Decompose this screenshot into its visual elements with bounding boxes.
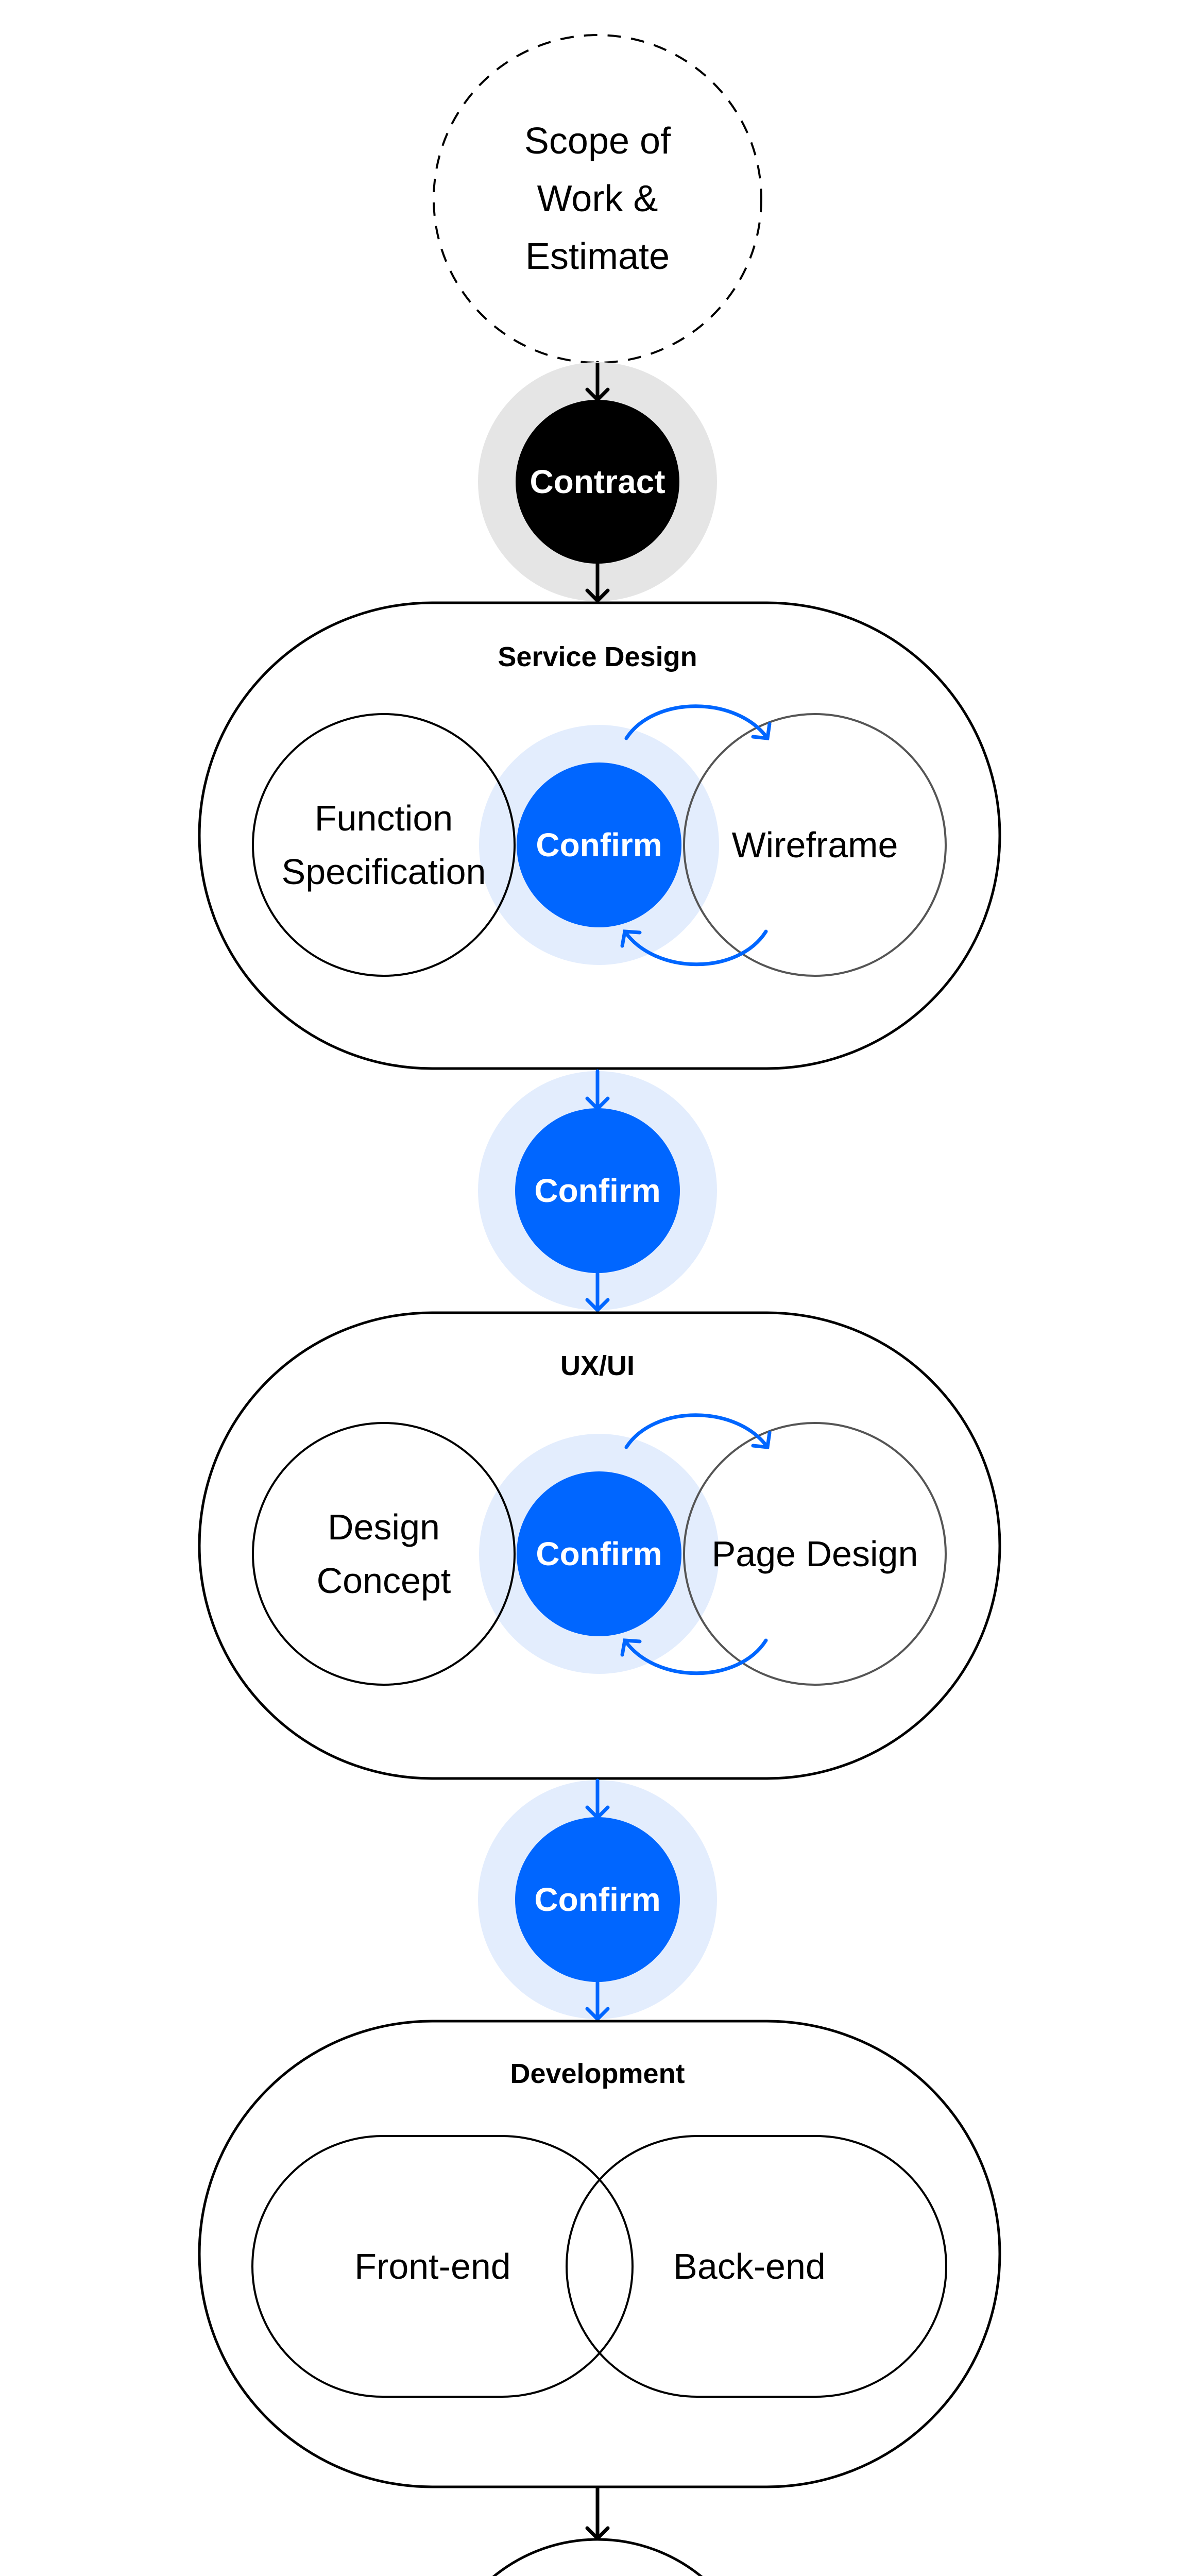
function-spec-circle xyxy=(252,713,516,977)
contract-node-label: Contract xyxy=(530,463,665,500)
page-design-label: Page Design xyxy=(711,1534,918,1574)
qa-node-label: Momenti QA & Client QA xyxy=(443,2561,752,2576)
page-design-circle xyxy=(683,1422,947,1686)
service-design-confirm-label: Confirm xyxy=(536,826,662,863)
confirm-2-label: Confirm xyxy=(534,1881,661,1918)
back-end-pill xyxy=(566,2135,947,2398)
arrow-down-icon xyxy=(585,1271,610,1313)
back-end-label: Back-end xyxy=(673,2246,826,2286)
arrow-down-icon xyxy=(585,1980,610,2022)
service-design-title: Service Design xyxy=(498,641,697,672)
circular-arrows-icon xyxy=(620,704,772,967)
front-end-pill xyxy=(251,2135,634,2398)
scope-node-circle xyxy=(433,34,762,364)
circular-arrows-icon xyxy=(620,1413,772,1675)
front-end-label: Front-end xyxy=(354,2246,511,2286)
contract-node-circle xyxy=(516,400,679,564)
ux-ui-title: UX/UI xyxy=(560,1350,635,1381)
design-concept-label: Design Concept xyxy=(316,1507,451,1601)
arrow-down-icon xyxy=(585,2486,610,2541)
confirm-2-core xyxy=(515,1817,680,1982)
confirm-1-label: Confirm xyxy=(534,1172,661,1209)
development-title: Development xyxy=(510,2058,685,2089)
development-container xyxy=(198,2020,1001,2488)
ux-ui-confirm-label: Confirm xyxy=(536,1535,662,1572)
qa-node-circle xyxy=(492,2538,703,2576)
confirm-1-core xyxy=(515,1108,680,1273)
arrow-down-icon xyxy=(585,562,610,603)
service-design-container xyxy=(198,601,1001,1070)
wireframe-label: Wireframe xyxy=(731,825,898,865)
design-concept-circle xyxy=(252,1422,516,1686)
confirm-core xyxy=(517,1471,681,1636)
function-spec-label: Function Specification xyxy=(281,798,486,892)
scope-node-label: Scope of Work & Estimate xyxy=(524,121,671,277)
confirm-core xyxy=(517,762,681,927)
ux-ui-container xyxy=(198,1311,1001,1780)
wireframe-circle xyxy=(683,713,947,977)
